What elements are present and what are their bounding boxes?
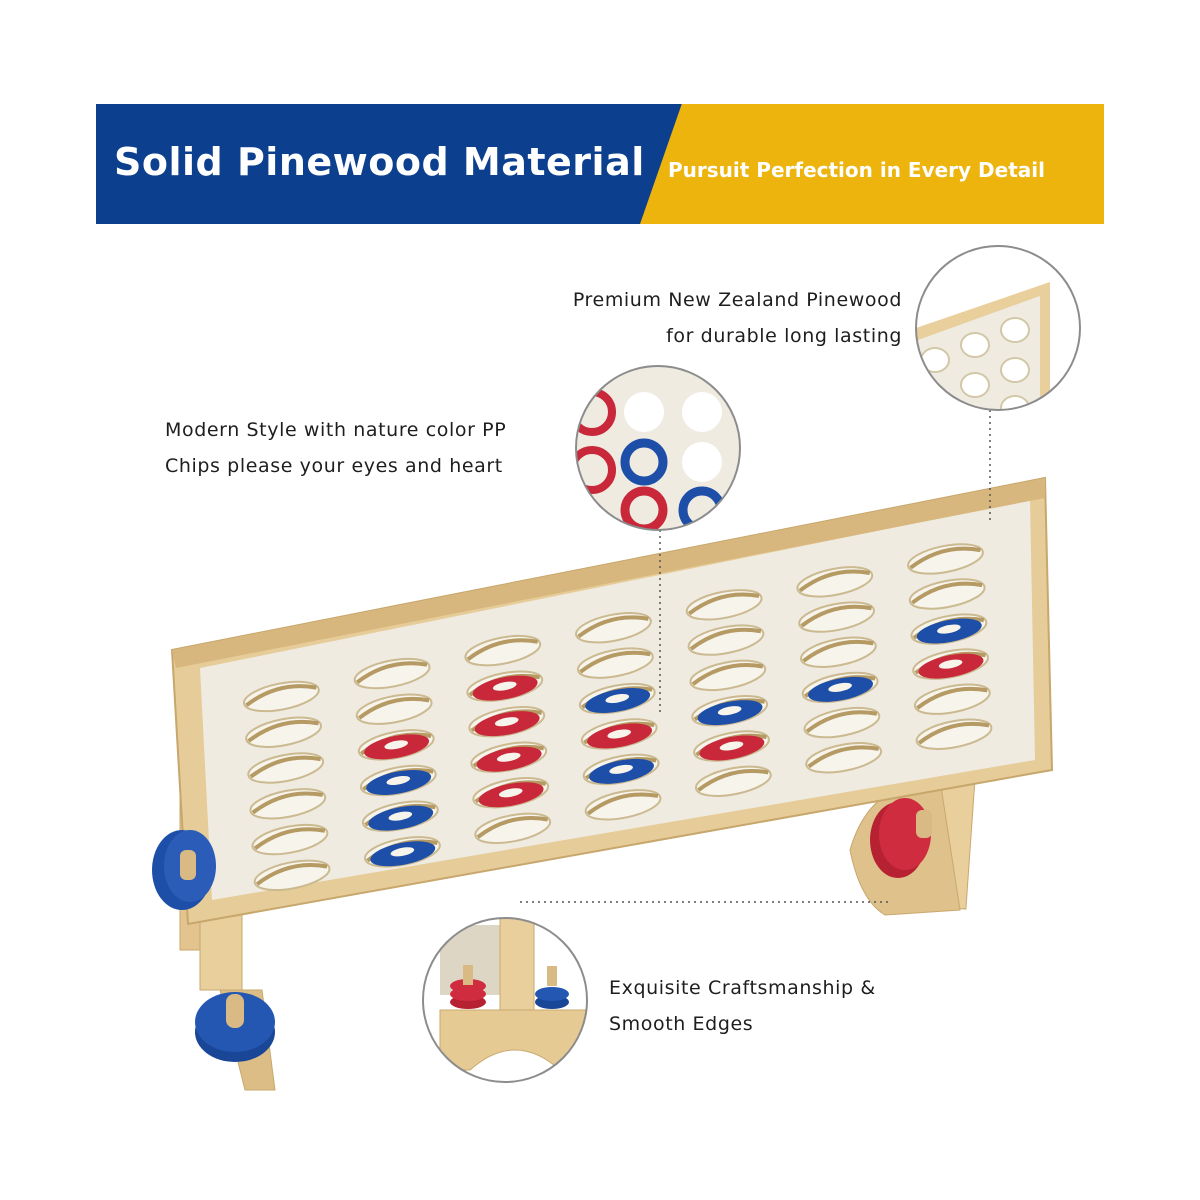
board-hole-shadow: [911, 581, 983, 605]
board-hole-shadow: [689, 627, 762, 651]
board-hole: [796, 566, 874, 598]
board-hole-shadow: [255, 862, 328, 886]
chip-center-hole: [496, 752, 521, 762]
banner-subtitle: Pursuit Perfection in Every Detail: [668, 158, 1045, 182]
board-hole: [803, 706, 881, 739]
game-board: [170, 476, 1054, 926]
board-hole: [575, 612, 652, 644]
board-hole-shadow: [577, 615, 649, 639]
chip-center-hole: [717, 706, 742, 716]
chip-center-hole: [609, 764, 633, 774]
board-hole: [576, 647, 654, 679]
chip-center-hole: [828, 682, 852, 692]
board-hole: [694, 765, 772, 797]
board-hole-shadow: [355, 661, 428, 684]
board-hole-shadow: [476, 815, 549, 839]
board-hole: [251, 823, 329, 856]
board-hole-shadow: [800, 604, 872, 628]
chip-stack-red-right: [870, 798, 932, 878]
board-hole: [805, 742, 883, 774]
board-hole-shadow: [247, 719, 319, 743]
callout-craftsmanship-line-2: Smooth Edges: [609, 1013, 754, 1035]
board-hole: [799, 636, 877, 668]
callout-pinewood: Premium New Zealand Pinewood for durable…: [573, 282, 902, 354]
board-hole: [243, 680, 320, 713]
chip-center-hole: [607, 729, 632, 739]
board-hole-shadow: [249, 755, 321, 779]
board-hole: [913, 683, 991, 715]
board-hole: [798, 601, 875, 633]
chip-center-hole: [719, 741, 744, 751]
board-hole-shadow: [802, 639, 874, 663]
board-hole: [907, 543, 984, 575]
board-hole-shadow: [805, 710, 878, 734]
chip-center-hole: [937, 624, 961, 634]
chip-center-hole: [390, 847, 415, 857]
callout-pinewood-line-1: Premium New Zealand Pinewood: [572, 289, 902, 311]
board-hole: [464, 634, 542, 667]
chip-center-hole: [605, 693, 630, 704]
chip-center-hole: [384, 740, 409, 750]
board-hole-shadow: [916, 686, 988, 710]
board-hole: [245, 716, 322, 748]
callout-pinewood-line-2: for durable long lasting: [666, 325, 902, 347]
chip-stack-blue-bottom: [195, 992, 275, 1062]
callout-craftsmanship: Exquisite Craftsmanship & Smooth Edges: [609, 970, 876, 1042]
board-hole-shadow: [807, 745, 879, 769]
board-hole: [584, 789, 662, 821]
board-hole: [687, 624, 765, 656]
chip-center-hole: [938, 659, 963, 669]
board-hole-shadow: [687, 592, 760, 616]
board-hole: [249, 788, 327, 820]
board-hole-shadow: [245, 684, 317, 707]
banner-blue-panel: [96, 104, 682, 224]
board-hole-shadow: [586, 792, 659, 816]
zoom-circle-frame-corner: [915, 245, 1081, 411]
chip-stack-blue-left: [152, 830, 216, 910]
board-hole: [685, 589, 763, 621]
callout-chips: Modern Style with nature color PP Chips …: [165, 412, 506, 484]
board-hole-shadow: [357, 696, 430, 720]
zoom-circle-chips: [575, 365, 741, 531]
board-hole: [689, 659, 767, 692]
board-hole: [355, 693, 433, 725]
board-hole-shadow: [691, 663, 764, 686]
chip-center-hole: [388, 811, 413, 821]
board-hole-shadow: [917, 721, 990, 745]
board-hole: [253, 859, 331, 892]
banner-title: Solid Pinewood Material: [114, 140, 645, 184]
board-hole-shadow: [466, 638, 539, 662]
board-hole-shadow: [697, 768, 769, 792]
board-hole: [353, 657, 431, 690]
board-hole-shadow: [253, 827, 326, 850]
board-hole: [915, 718, 993, 750]
board-hole-shadow: [909, 546, 981, 570]
zoom-circle-base: [422, 917, 588, 1083]
board-hole: [474, 812, 552, 844]
leader-lines: [520, 410, 991, 903]
board-hole: [908, 578, 986, 610]
callout-chips-line-1: Modern Style with nature color PP: [165, 419, 507, 441]
chip-center-hole: [498, 788, 523, 798]
board-hole-shadow: [579, 650, 651, 674]
chip-center-hole: [494, 717, 519, 727]
banner-yellow-panel: [640, 104, 1104, 224]
board-hole-shadow: [251, 791, 324, 815]
chip-center-hole: [386, 775, 411, 786]
callout-chips-line-2: Chips please your eyes and heart: [165, 455, 503, 477]
callout-craftsmanship-line-1: Exquisite Craftsmanship &: [609, 977, 876, 999]
board-hole: [247, 752, 325, 784]
board-hole-shadow: [798, 569, 871, 593]
chip-center-hole: [492, 681, 517, 691]
